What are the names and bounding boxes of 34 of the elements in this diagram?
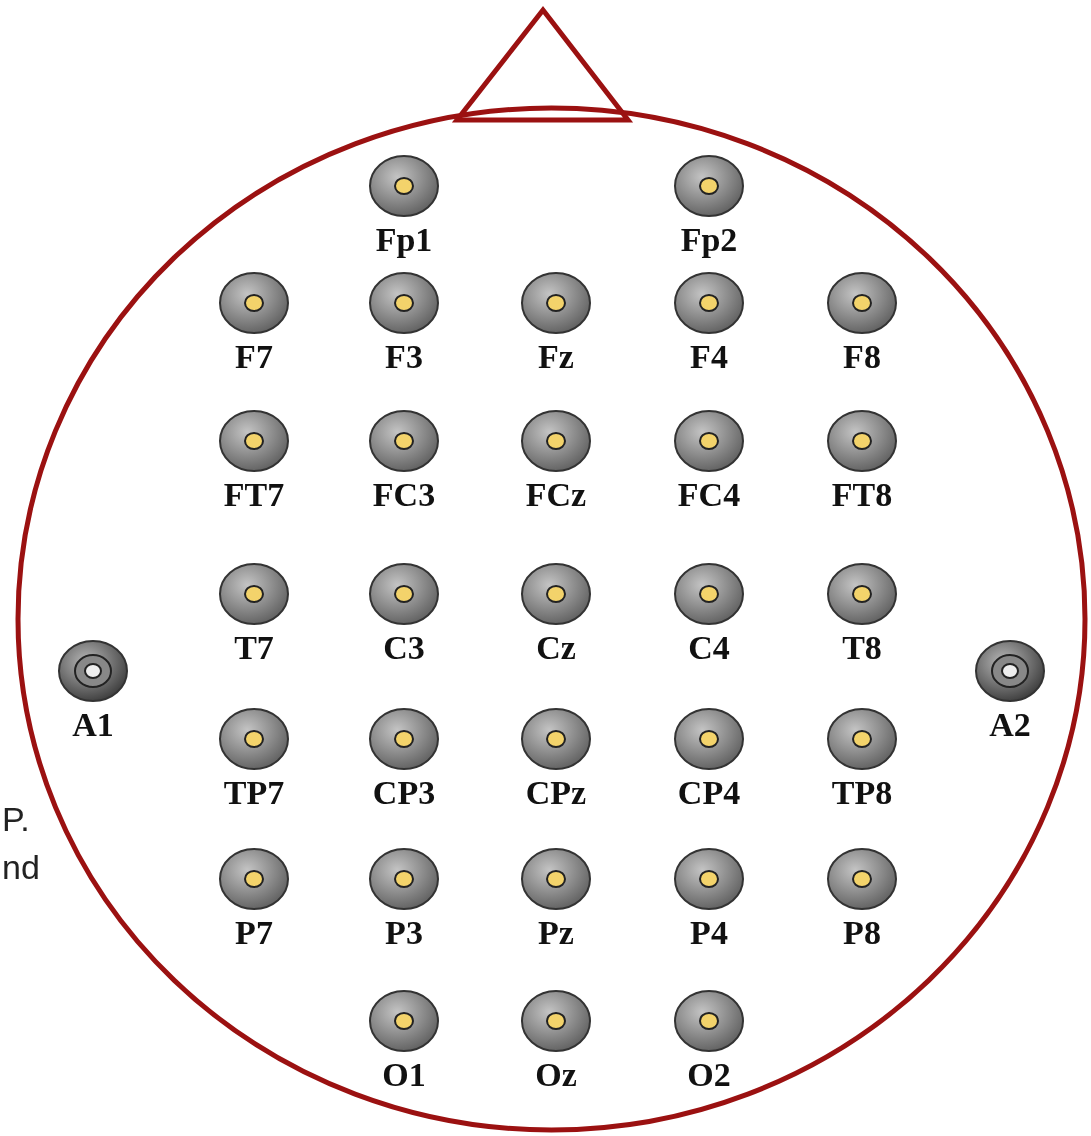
electrode-label: C4 [687, 629, 731, 667]
text-fragment: P. [2, 800, 30, 838]
electrode-label: A1 [71, 706, 115, 744]
electrode-label: Cz [535, 629, 577, 667]
electrode-label: CPz [524, 774, 588, 812]
electrode-label: FC4 [676, 476, 742, 514]
electrode-label: T7 [233, 629, 275, 667]
electrode-label: Pz [537, 914, 575, 952]
electrode-label: P4 [689, 914, 729, 952]
electrode-label: CP4 [676, 774, 742, 812]
electrode-label: FT7 [222, 476, 286, 514]
electrode-label: F8 [842, 338, 882, 376]
electrode-label: P8 [842, 914, 882, 952]
electrode-label: P3 [384, 914, 424, 952]
electrode-label: F7 [234, 338, 274, 376]
electrode-label: F3 [384, 338, 424, 376]
electrode-label: T8 [841, 629, 883, 667]
electrode-label: TP8 [830, 774, 894, 812]
text-fragment: nd [2, 848, 40, 886]
electrode-label: F4 [689, 338, 729, 376]
electrode-label: Oz [534, 1056, 578, 1094]
electrode-label: CP3 [371, 774, 437, 812]
electrode-label: Fz [537, 338, 575, 376]
electrode-label: O2 [686, 1056, 732, 1094]
electrode-label: P7 [234, 914, 274, 952]
electrode-label: TP7 [222, 774, 286, 812]
electrode-label: FCz [524, 476, 588, 514]
electrode-label: FC3 [371, 476, 437, 514]
electrode-label: C3 [382, 629, 426, 667]
electrode-label: O1 [381, 1056, 427, 1094]
electrode-label: A2 [988, 706, 1032, 744]
electrode-label: Fp2 [679, 221, 739, 259]
electrode-label: Fp1 [374, 221, 434, 259]
electrode-label: FT8 [830, 476, 894, 514]
